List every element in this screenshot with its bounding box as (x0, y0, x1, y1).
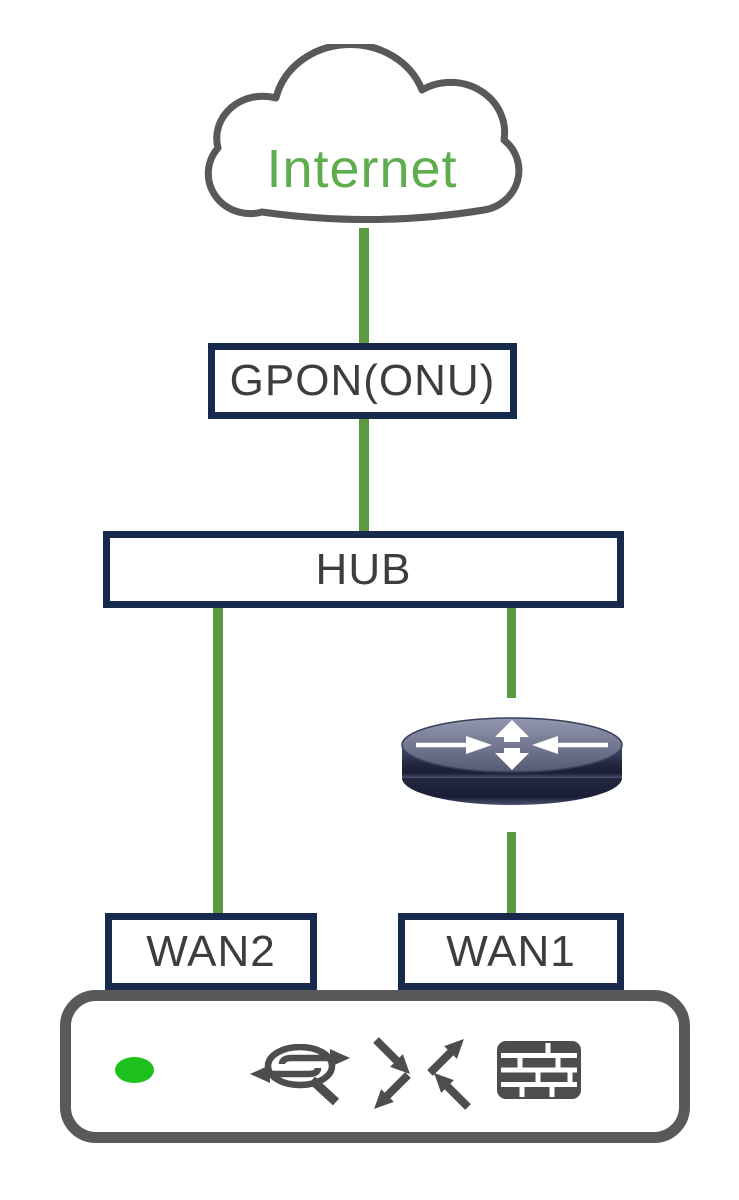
hub-label: HUB (315, 544, 412, 594)
wan2-node: WAN2 (105, 913, 317, 990)
gpon-node: GPON(ONU) (208, 343, 517, 419)
internet-cloud-icon (204, 44, 523, 224)
link-internet-gpon (359, 228, 369, 345)
gpon-label: GPON(ONU) (229, 356, 496, 405)
routing-icon (250, 1044, 350, 1106)
wan2-label: WAN2 (146, 926, 276, 976)
wan1-label: WAN1 (446, 926, 576, 976)
wan1-node: WAN1 (398, 913, 624, 990)
link-hub-router (507, 607, 516, 698)
link-router-wan1 (507, 832, 516, 915)
firewall-appliance (60, 990, 690, 1143)
hub-node: HUB (103, 531, 624, 608)
router-icon (401, 717, 623, 805)
link-gpon-hub (359, 418, 369, 532)
traffic-distribution-arrows-icon (372, 1036, 472, 1110)
internet-label: Internet (266, 139, 458, 199)
led-indicator (115, 1057, 154, 1083)
link-hub-wan2 (213, 607, 223, 915)
firewall-icon (497, 1041, 581, 1099)
